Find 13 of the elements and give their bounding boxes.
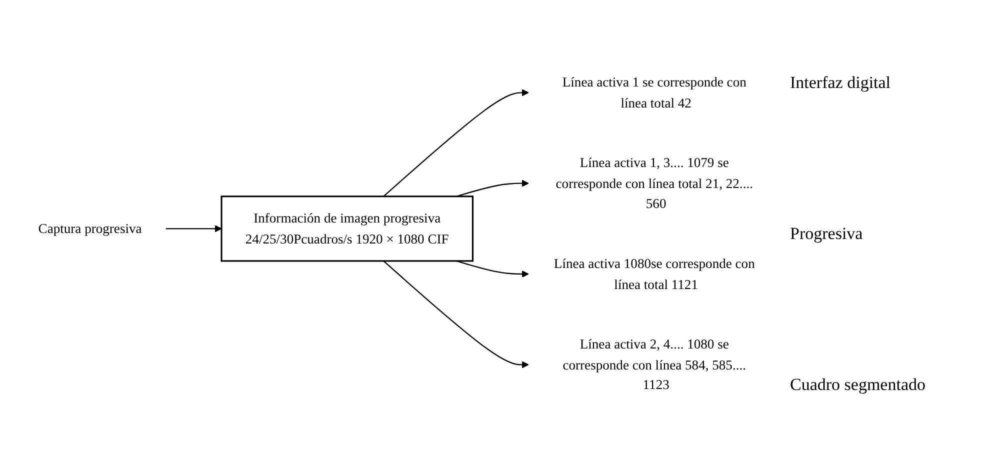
section-label: Cuadro segmentado [790, 374, 926, 395]
arrow [383, 260, 529, 368]
node-box: Información de imagen progresiva 24/25/30Pcuadros/s 1920 × 1080 CIF [220, 196, 474, 262]
section-label: Interfaz digital [790, 73, 891, 94]
node-text: Línea activa 1 se corresponde con línea total 42 [562, 74, 746, 110]
section-label: Progresiva [790, 224, 863, 244]
arrow [383, 89, 529, 198]
node-text: Captura progresiva [38, 221, 142, 236]
node-text: Línea activa 2, 4.... 1080 se corresponde con línea 584, 585.... 1123 [562, 336, 746, 393]
arrow [456, 180, 529, 198]
node-text: Línea activa 1, 3.... 1079 se corresponde con línea total 21, 22.... 560 [556, 155, 753, 212]
arrow [166, 225, 222, 232]
node-text: Línea activa 1080se corresponde con línea total 1121 [554, 256, 755, 292]
